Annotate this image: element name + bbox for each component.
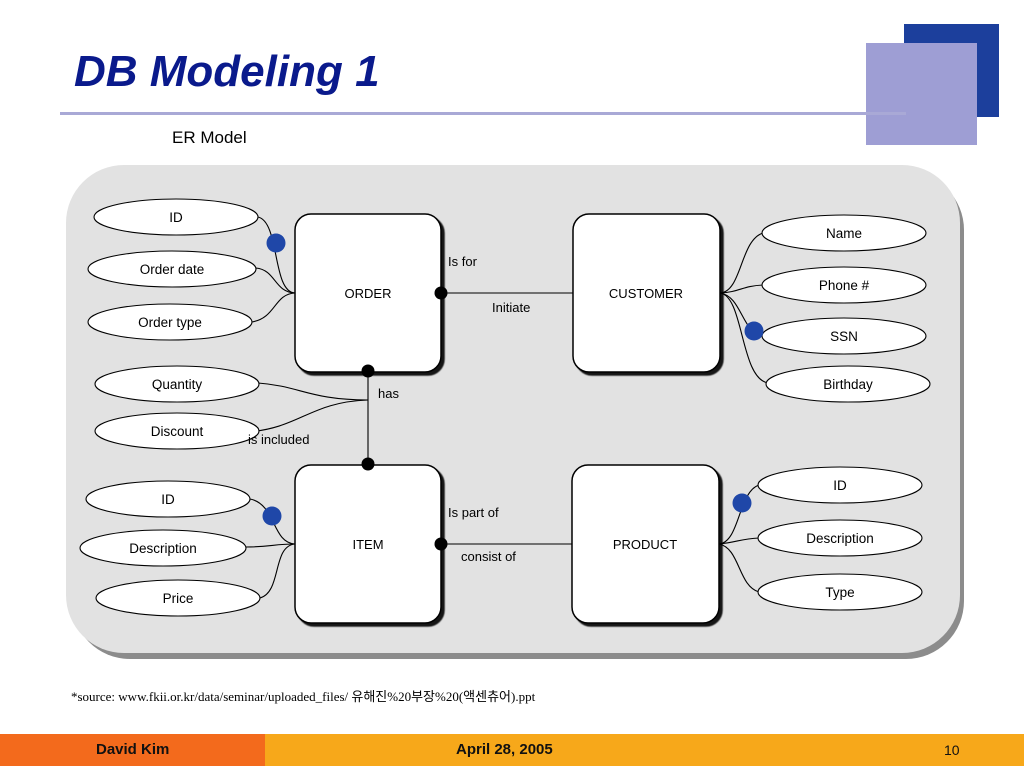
attribute-order-type[interactable]: Order type bbox=[87, 303, 253, 341]
attribute-label: Name bbox=[826, 226, 862, 241]
order-item-cardinality-dot-top bbox=[361, 364, 375, 378]
footer-author: David Kim bbox=[96, 741, 170, 758]
attribute-label: ID bbox=[161, 492, 175, 507]
attribute-customer-name[interactable]: Name bbox=[761, 214, 927, 252]
customer-name-connector bbox=[719, 232, 764, 294]
item-product-cardinality-dot bbox=[434, 537, 448, 551]
attribute-label: Order type bbox=[138, 315, 202, 330]
product-id-connector bbox=[718, 484, 760, 545]
corner-decoration-light bbox=[866, 43, 977, 145]
relationship-label-is-part-of: Is part of bbox=[448, 505, 499, 520]
attribute-discount[interactable]: Discount bbox=[94, 412, 260, 450]
attribute-label: Order date bbox=[140, 262, 205, 277]
item-description-connector bbox=[245, 543, 296, 548]
relationship-label-initiate: Initiate bbox=[492, 300, 530, 315]
attribute-product-description[interactable]: Description bbox=[757, 519, 923, 557]
product-type-connector bbox=[718, 543, 760, 593]
attribute-label: Description bbox=[129, 541, 197, 556]
attribute-product-type[interactable]: Type bbox=[757, 573, 923, 611]
order-id-connector bbox=[257, 216, 296, 294]
discount-connector bbox=[247, 399, 369, 433]
order-date-connector bbox=[255, 267, 296, 294]
item-key-marker bbox=[262, 506, 282, 526]
footer-page-number: 10 bbox=[944, 742, 960, 758]
diagram-subtitle: ER Model bbox=[172, 128, 247, 147]
attribute-label: Phone # bbox=[819, 278, 870, 293]
customer-phone-connector bbox=[719, 284, 764, 294]
footer-author-block bbox=[0, 734, 265, 766]
attribute-label: Description bbox=[806, 531, 874, 546]
customer-birthday-connector bbox=[719, 292, 769, 384]
attribute-label: Price bbox=[163, 591, 194, 606]
order-item-cardinality-dot-bottom bbox=[361, 457, 375, 471]
attribute-order-id[interactable]: ID bbox=[93, 198, 259, 236]
entity-product[interactable]: PRODUCT bbox=[571, 464, 720, 624]
attribute-order-date[interactable]: Order date bbox=[87, 250, 257, 288]
order-customer-cardinality-dot bbox=[434, 286, 448, 300]
relationship-label-is-for: Is for bbox=[448, 254, 478, 269]
slide-title: DB Modeling 1 bbox=[74, 47, 380, 96]
attribute-quantity[interactable]: Quantity bbox=[94, 365, 260, 403]
attribute-customer-ssn[interactable]: SSN bbox=[761, 317, 927, 355]
attribute-customer-birthday[interactable]: Birthday bbox=[765, 365, 931, 403]
source-citation: *source: www.fkii.or.kr/data/seminar/upl… bbox=[71, 689, 536, 704]
attribute-label: Discount bbox=[151, 424, 204, 439]
attribute-label: Type bbox=[825, 585, 854, 600]
relationship-label-has: has bbox=[378, 386, 399, 401]
attribute-item-description[interactable]: Description bbox=[79, 529, 247, 567]
attribute-label: SSN bbox=[830, 329, 858, 344]
entity-customer[interactable]: CUSTOMER bbox=[572, 213, 721, 373]
relationship-label-is-included: is included bbox=[248, 432, 309, 447]
attribute-item-id[interactable]: ID bbox=[85, 480, 251, 518]
attribute-label: Birthday bbox=[823, 377, 873, 392]
attribute-label: ID bbox=[169, 210, 183, 225]
attribute-customer-phone[interactable]: Phone # bbox=[761, 266, 927, 304]
attribute-item-price[interactable]: Price bbox=[95, 579, 261, 617]
order-key-marker bbox=[266, 233, 286, 253]
product-key-marker bbox=[732, 493, 752, 513]
entity-item-label: ITEM bbox=[352, 537, 383, 552]
entity-order-label: ORDER bbox=[345, 286, 392, 301]
quantity-connector bbox=[257, 382, 369, 401]
item-price-connector bbox=[259, 543, 296, 599]
attribute-label: ID bbox=[833, 478, 847, 493]
product-description-connector bbox=[718, 537, 760, 545]
customer-key-marker bbox=[744, 321, 764, 341]
order-type-connector bbox=[251, 292, 296, 323]
title-underline bbox=[60, 112, 906, 115]
attribute-label: Quantity bbox=[152, 377, 203, 392]
entity-customer-label: CUSTOMER bbox=[609, 286, 683, 301]
entity-product-label: PRODUCT bbox=[613, 537, 677, 552]
entity-order[interactable]: ORDER bbox=[294, 213, 442, 373]
entity-item[interactable]: ITEM bbox=[294, 464, 442, 624]
attribute-product-id[interactable]: ID bbox=[757, 466, 923, 504]
relationship-label-consist-of: consist of bbox=[461, 549, 516, 564]
footer-date: April 28, 2005 bbox=[456, 741, 553, 758]
